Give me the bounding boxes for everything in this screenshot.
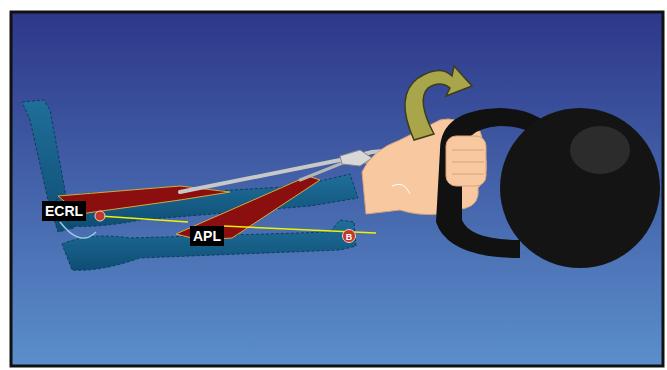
kettlebell-highlight bbox=[570, 126, 630, 174]
pivot-marker bbox=[95, 211, 105, 221]
muscle-name: ECRL bbox=[45, 203, 83, 219]
thumb-line bbox=[392, 184, 410, 194]
elbow-joint bbox=[60, 222, 96, 238]
panel bbox=[11, 12, 663, 366]
kettlebell-body bbox=[500, 108, 660, 268]
finger-lines bbox=[452, 150, 484, 174]
point-marker: B bbox=[342, 229, 356, 243]
ulna-bone bbox=[62, 220, 356, 270]
muscle-label: ECRL bbox=[42, 201, 86, 221]
muscle-name: APL bbox=[193, 228, 221, 244]
marker-letter: B bbox=[343, 230, 355, 244]
gripping-fingers bbox=[446, 136, 486, 186]
rotation-arrow bbox=[405, 66, 472, 140]
lever-axis bbox=[100, 216, 188, 222]
muscle-label: APL bbox=[190, 226, 224, 246]
